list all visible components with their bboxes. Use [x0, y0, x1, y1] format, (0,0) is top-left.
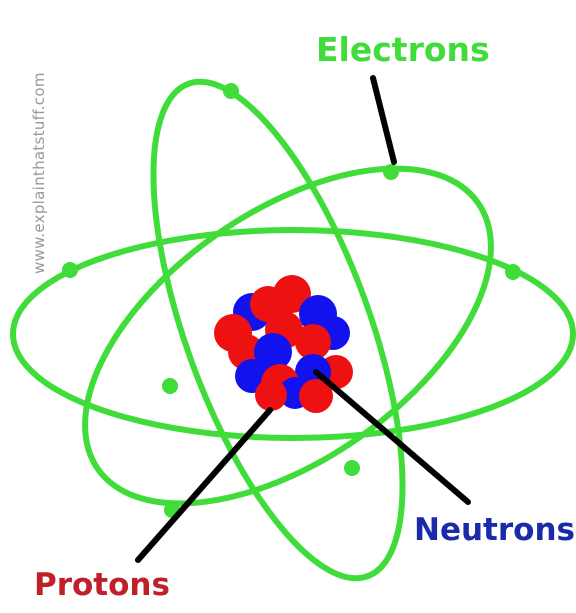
nucleus — [214, 275, 353, 413]
orbit-horizontal — [10, 227, 576, 441]
electron — [344, 460, 360, 476]
electron — [62, 262, 78, 278]
orbit-tilted-right — [82, 165, 494, 507]
electrons-pointer-line — [370, 75, 397, 165]
electron — [223, 83, 239, 99]
proton — [299, 379, 333, 413]
watermark-text: www.explainthatstuff.com — [30, 72, 48, 274]
proton — [255, 379, 287, 411]
neutrons-pointer-line — [313, 369, 471, 505]
electron — [162, 378, 178, 394]
electron — [383, 164, 399, 180]
protons-pointer-line — [135, 407, 273, 563]
protons-label: Protons — [34, 567, 170, 603]
electrons-label: Electrons — [316, 30, 490, 69]
neutrons-label: Neutrons — [414, 512, 575, 548]
orbit-tilted-left — [150, 78, 406, 582]
neutron — [254, 333, 292, 371]
electron — [505, 264, 521, 280]
proton — [295, 324, 331, 360]
